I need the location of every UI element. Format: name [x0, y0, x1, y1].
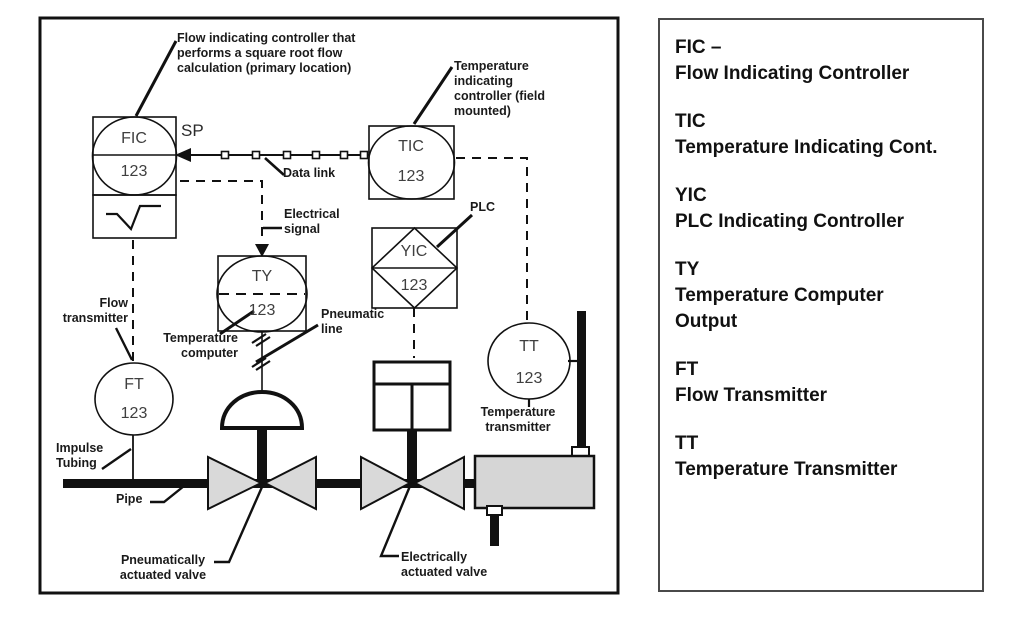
yic-number: 123 [400, 277, 428, 294]
thermowell-bar [577, 311, 586, 448]
data-link-arrow [175, 148, 191, 162]
legend-desc: Temperature Transmitter [675, 459, 898, 480]
legend-abbr: FT [675, 359, 699, 380]
legend-abbr: FIC – [675, 37, 722, 58]
temp-controller-note: Temperature indicating controller (field… [454, 59, 545, 118]
square-root-icon [106, 204, 161, 232]
pneumatic-actuator-dome [219, 389, 305, 430]
legend-abbr: TT [675, 433, 699, 454]
impulse-tubing-label: Impulse Tubing [56, 441, 104, 470]
ty-number: 123 [248, 302, 276, 319]
legend-abbr: TY [675, 259, 700, 280]
pneumatic-valve-label: Pneumatically actuated valve [119, 553, 207, 582]
vessel-drain-connector [486, 505, 503, 516]
flow-controller-note: Flow indicating controller that performs… [177, 31, 356, 75]
electric-valve [360, 455, 465, 511]
legend-item-yic: YIC PLC Indicating Controller [675, 183, 972, 235]
legend-item-ft: FT Flow Transmitter [675, 357, 972, 409]
legend-desc: PLC Indicating Controller [675, 211, 905, 232]
legend-abbr: YIC [675, 185, 707, 206]
sp-label: SP [181, 121, 204, 140]
data-link-markers [220, 150, 369, 160]
ft-symbol [94, 362, 174, 436]
legend-abbr: TIC [675, 111, 706, 132]
legend-item-tt: TT Temperature Transmitter [675, 431, 972, 483]
tic-tt-signal-line [456, 157, 528, 320]
tt-symbol [487, 322, 577, 407]
electrical-signal-arrow [255, 244, 269, 257]
valve1-stem [257, 428, 267, 483]
tt-tag: TT [519, 338, 539, 355]
tic-number: 123 [397, 168, 425, 185]
thermowell-connector [571, 446, 590, 457]
electric-actuator [372, 360, 452, 432]
legend-item-ty: TY Temperature Computer Output [675, 257, 972, 335]
pneumatic-valve [207, 455, 317, 511]
legend-desc: Flow Transmitter [675, 385, 828, 406]
legend-desc: Temperature Indicating Cont. [675, 137, 938, 158]
electrical-signal-label: Electrical signal [284, 207, 340, 236]
legend-item-fic: FIC – Flow Indicating Controller [675, 35, 972, 87]
ft-tag: FT [124, 376, 144, 393]
legend-panel: FIC – Flow Indicating Controller TIC Tem… [658, 18, 984, 592]
tt-number: 123 [515, 370, 543, 387]
tic-tag: TIC [398, 138, 424, 155]
flow-transmitter-label: Flow transmitter [62, 296, 128, 325]
data-link-label: Data link [283, 166, 336, 180]
electrical-signal-line [180, 180, 263, 243]
plc-label: PLC [470, 200, 495, 214]
legend-item-tic: TIC Temperature Indicating Cont. [675, 109, 972, 161]
yic-symbol [370, 226, 459, 310]
vessel-drain-stub [490, 515, 499, 546]
yic-tag: YIC [400, 243, 428, 260]
pneumatic-line-label: Pneumatic line [321, 307, 385, 336]
vessel [473, 454, 596, 510]
diagram-frame [38, 16, 620, 595]
legend-desc: Flow Indicating Controller [675, 63, 910, 84]
ty-tag: TY [251, 268, 273, 285]
fic-symbol [91, 116, 178, 239]
electric-valve-label: Electrically actuated valve [401, 550, 488, 579]
pipe-label: Pipe [116, 492, 143, 506]
pneumatic-line-hashes [251, 333, 271, 371]
leader-lines [101, 40, 474, 564]
temperature-transmitter-label: Temperature transmitter [480, 405, 556, 434]
fic-number: 123 [120, 163, 148, 180]
valve2-stem [407, 430, 417, 483]
fic-tag: FIC [121, 130, 147, 147]
square-root-box [92, 194, 177, 239]
tic-symbol [367, 125, 456, 200]
temperature-computer-label: Temperature computer [163, 331, 238, 360]
ft-number: 123 [120, 405, 148, 422]
legend-desc: Temperature Computer Output [675, 285, 884, 332]
